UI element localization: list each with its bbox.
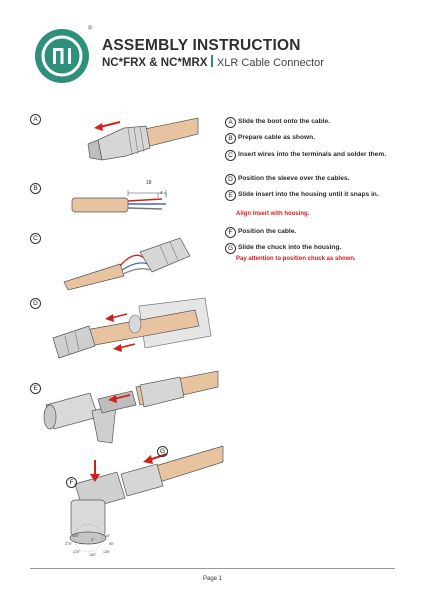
figure-fg-chuck-illustration (69, 445, 224, 553)
angle-label: 315° (72, 534, 80, 538)
registered-mark: ® (88, 26, 93, 32)
angle-label: 135° (103, 550, 111, 554)
angle-label: 180° (89, 553, 97, 557)
figure-label-e: E (30, 383, 41, 394)
step-letter: D (225, 174, 236, 185)
figure-a-boot-illustration (87, 117, 199, 161)
product-codes: NC*FRX & NC*MRX (102, 57, 208, 69)
angle-label: 0° (91, 538, 95, 542)
neutrik-logo (35, 29, 89, 83)
step-text: Position the sleeve over the cables. (238, 175, 350, 182)
page-title: ASSEMBLY INSTRUCTION (102, 37, 301, 54)
step-letter: C (225, 150, 236, 161)
product-line: NC*FRX & NC*MRX XLR Cable Connector (102, 55, 324, 69)
figure-e-insert-illustration (43, 370, 219, 444)
footer-divider (30, 568, 395, 569)
step-letter: E (225, 190, 236, 201)
angle-label: 90° (109, 542, 115, 546)
step-letter: A (225, 117, 236, 128)
step-g-note: Pay attention to position chuck as shown… (236, 256, 356, 262)
figure-b-cable-prep (71, 190, 167, 213)
dimension-small: 4 (160, 190, 163, 195)
figure-label-g: G (157, 446, 168, 457)
dimension-main: 18 (146, 180, 152, 186)
step-text: Slide the chuck into the housing. (238, 244, 342, 251)
figure-label-c: C (30, 233, 41, 244)
figure-d-sleeve-illustration (52, 297, 212, 359)
step-text: Slide insert into the housing until it s… (238, 191, 379, 198)
step-letter: F (225, 227, 236, 238)
title-separator (211, 55, 213, 67)
figure-label-a: A (30, 114, 41, 125)
figure-c-solder-illustration (63, 237, 191, 290)
figure-label-b: B (30, 183, 41, 194)
angle-label: 270° (65, 542, 73, 546)
step-text: Prepare cable as shown. (238, 134, 315, 141)
step-e-note: Align insert with housing. (236, 211, 310, 217)
step-text: Insert wires into the terminals and sold… (238, 151, 387, 158)
step-text: Slide the boot onto the cable. (238, 118, 330, 125)
product-subtitle: XLR Cable Connector (216, 57, 324, 69)
page-number: Page 1 (202, 576, 223, 582)
figure-label-f: F (66, 477, 77, 488)
angle-label: 45° (105, 534, 111, 538)
step-letter: G (225, 243, 236, 254)
step-letter: B (225, 133, 236, 144)
step-text: Position the cable. (238, 228, 297, 235)
figure-label-d: D (30, 298, 41, 309)
angle-label: 225° (73, 550, 81, 554)
